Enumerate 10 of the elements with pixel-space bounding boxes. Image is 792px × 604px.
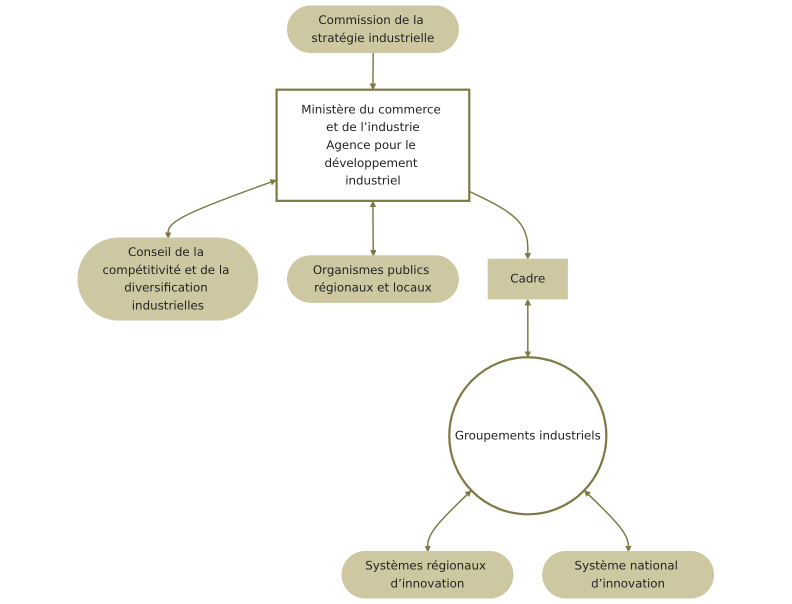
arrow bbox=[370, 52, 376, 90]
node-box: Ministère du commerce et de l’industrie Agence pour le développement industriel bbox=[276, 88, 471, 202]
arrow bbox=[584, 490, 632, 552]
arrow bbox=[524, 299, 532, 358]
node-box: Cadre bbox=[488, 258, 568, 300]
node-circle: Groupements industriels bbox=[448, 356, 608, 516]
arrow bbox=[424, 490, 472, 552]
arrow bbox=[165, 179, 277, 239]
arrow bbox=[370, 200, 377, 256]
arrow bbox=[469, 190, 532, 260]
